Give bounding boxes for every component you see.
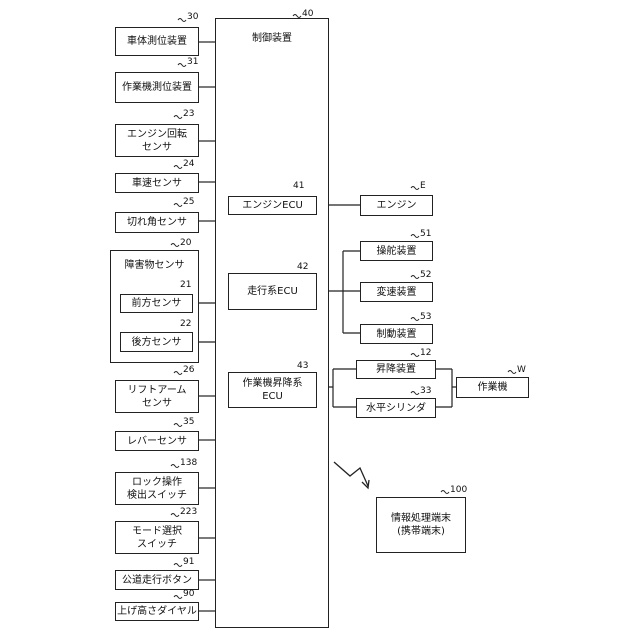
rear-sensor-box: 後方センサ [120,332,193,352]
lift-height-dial-box: 上げ高さダイヤル [115,602,199,621]
steering-angle-sensor-ref: 25 [183,197,194,207]
leader-24 [174,166,182,169]
info-terminal-ref: 100 [450,485,467,495]
leader-31 [178,64,186,67]
leader-91 [174,564,182,567]
steering-angle-sensor-box: 切れ角センサ [115,212,199,233]
lift-arm-sensor-ref: 26 [183,365,194,375]
vehicle-speed-sensor-box: 車速センサ [115,173,199,193]
leader-90 [174,596,182,599]
vehicle-positioning-box: 車体測位装置 [115,27,199,56]
horizontal-cylinder-ref: 33 [420,386,431,396]
leader-25 [174,204,182,207]
mode-select-switch-ref: 223 [180,507,197,517]
braking-device-ref: 53 [420,312,431,322]
lock-detection-switch-ref: 138 [180,458,197,468]
travel-ecu-ref: 42 [297,262,308,272]
engine-rotation-sensor-box: エンジン回転 センサ [115,124,199,157]
leader-138 [171,465,179,468]
leader-35 [174,424,182,427]
work-machine-box: 作業機 [456,377,529,398]
leader-12 [411,354,419,357]
leader-23 [174,116,182,119]
lift-arm-sensor-box: リフトアーム センサ [115,380,199,413]
road-travel-button-box: 公道走行ボタン [115,570,199,590]
engine-rotation-sensor-ref: 23 [183,109,194,119]
braking-device-box: 制動装置 [360,324,433,344]
info-terminal-box: 情報処理端末 (携帯端末) [376,497,466,553]
lever-sensor-ref: 35 [183,417,194,427]
lock-detection-switch-box: ロック操作 検出スイッチ [115,472,199,505]
vehicle-speed-sensor-ref: 24 [183,159,194,169]
engine-ecu-ref: 41 [293,181,304,191]
controller-box [215,18,329,628]
implement-ecu-ref: 43 [297,361,308,371]
leader-33 [411,392,419,395]
transmission-ref: 52 [420,270,431,280]
lever-sensor-box: レバーセンサ [115,431,199,451]
obstacle-sensor-group-ref: 20 [180,238,191,248]
steering-device-box: 操舵装置 [360,241,433,261]
engine-ecu-box: エンジンECU [228,196,317,215]
controller-ref: 40 [302,9,313,19]
leader-26 [174,372,182,375]
horizontal-cylinder-box: 水平シリンダ [356,398,436,418]
leader-51 [411,235,419,238]
transmission-box: 変速装置 [360,282,433,302]
leader-30 [178,19,186,22]
engine-box: エンジン [360,195,433,216]
road-travel-button-ref: 91 [183,557,194,567]
vehicle-positioning-ref: 30 [187,12,198,22]
rear-sensor-ref: 22 [180,319,191,329]
leader-W [508,371,516,374]
leader-53 [411,318,419,321]
implement-ecu-box: 作業機昇降系 ECU [228,372,317,408]
work-machine-ref: W [517,365,526,375]
engine-ref: E [420,181,426,191]
controller-label: 制御装置 [215,30,329,46]
work-machine-positioning-ref: 31 [187,57,198,67]
work-machine-positioning-box: 作業機測位装置 [115,72,199,103]
leader-52 [411,276,419,279]
obstacle-sensor-group-label: 障害物センサ [110,258,199,272]
front-sensor-ref: 21 [180,280,191,290]
lift-height-dial-ref: 90 [183,589,194,599]
front-sensor-box: 前方センサ [120,294,193,313]
leader-20 [171,244,179,247]
leader-100 [441,491,449,494]
travel-ecu-box: 走行系ECU [228,273,317,310]
steering-device-ref: 51 [420,229,431,239]
leader-E [411,187,419,190]
lifting-device-ref: 12 [420,348,431,358]
leader-223 [171,514,179,517]
mode-select-switch-box: モード選択 スイッチ [115,521,199,554]
lifting-device-box: 昇降装置 [356,360,436,379]
